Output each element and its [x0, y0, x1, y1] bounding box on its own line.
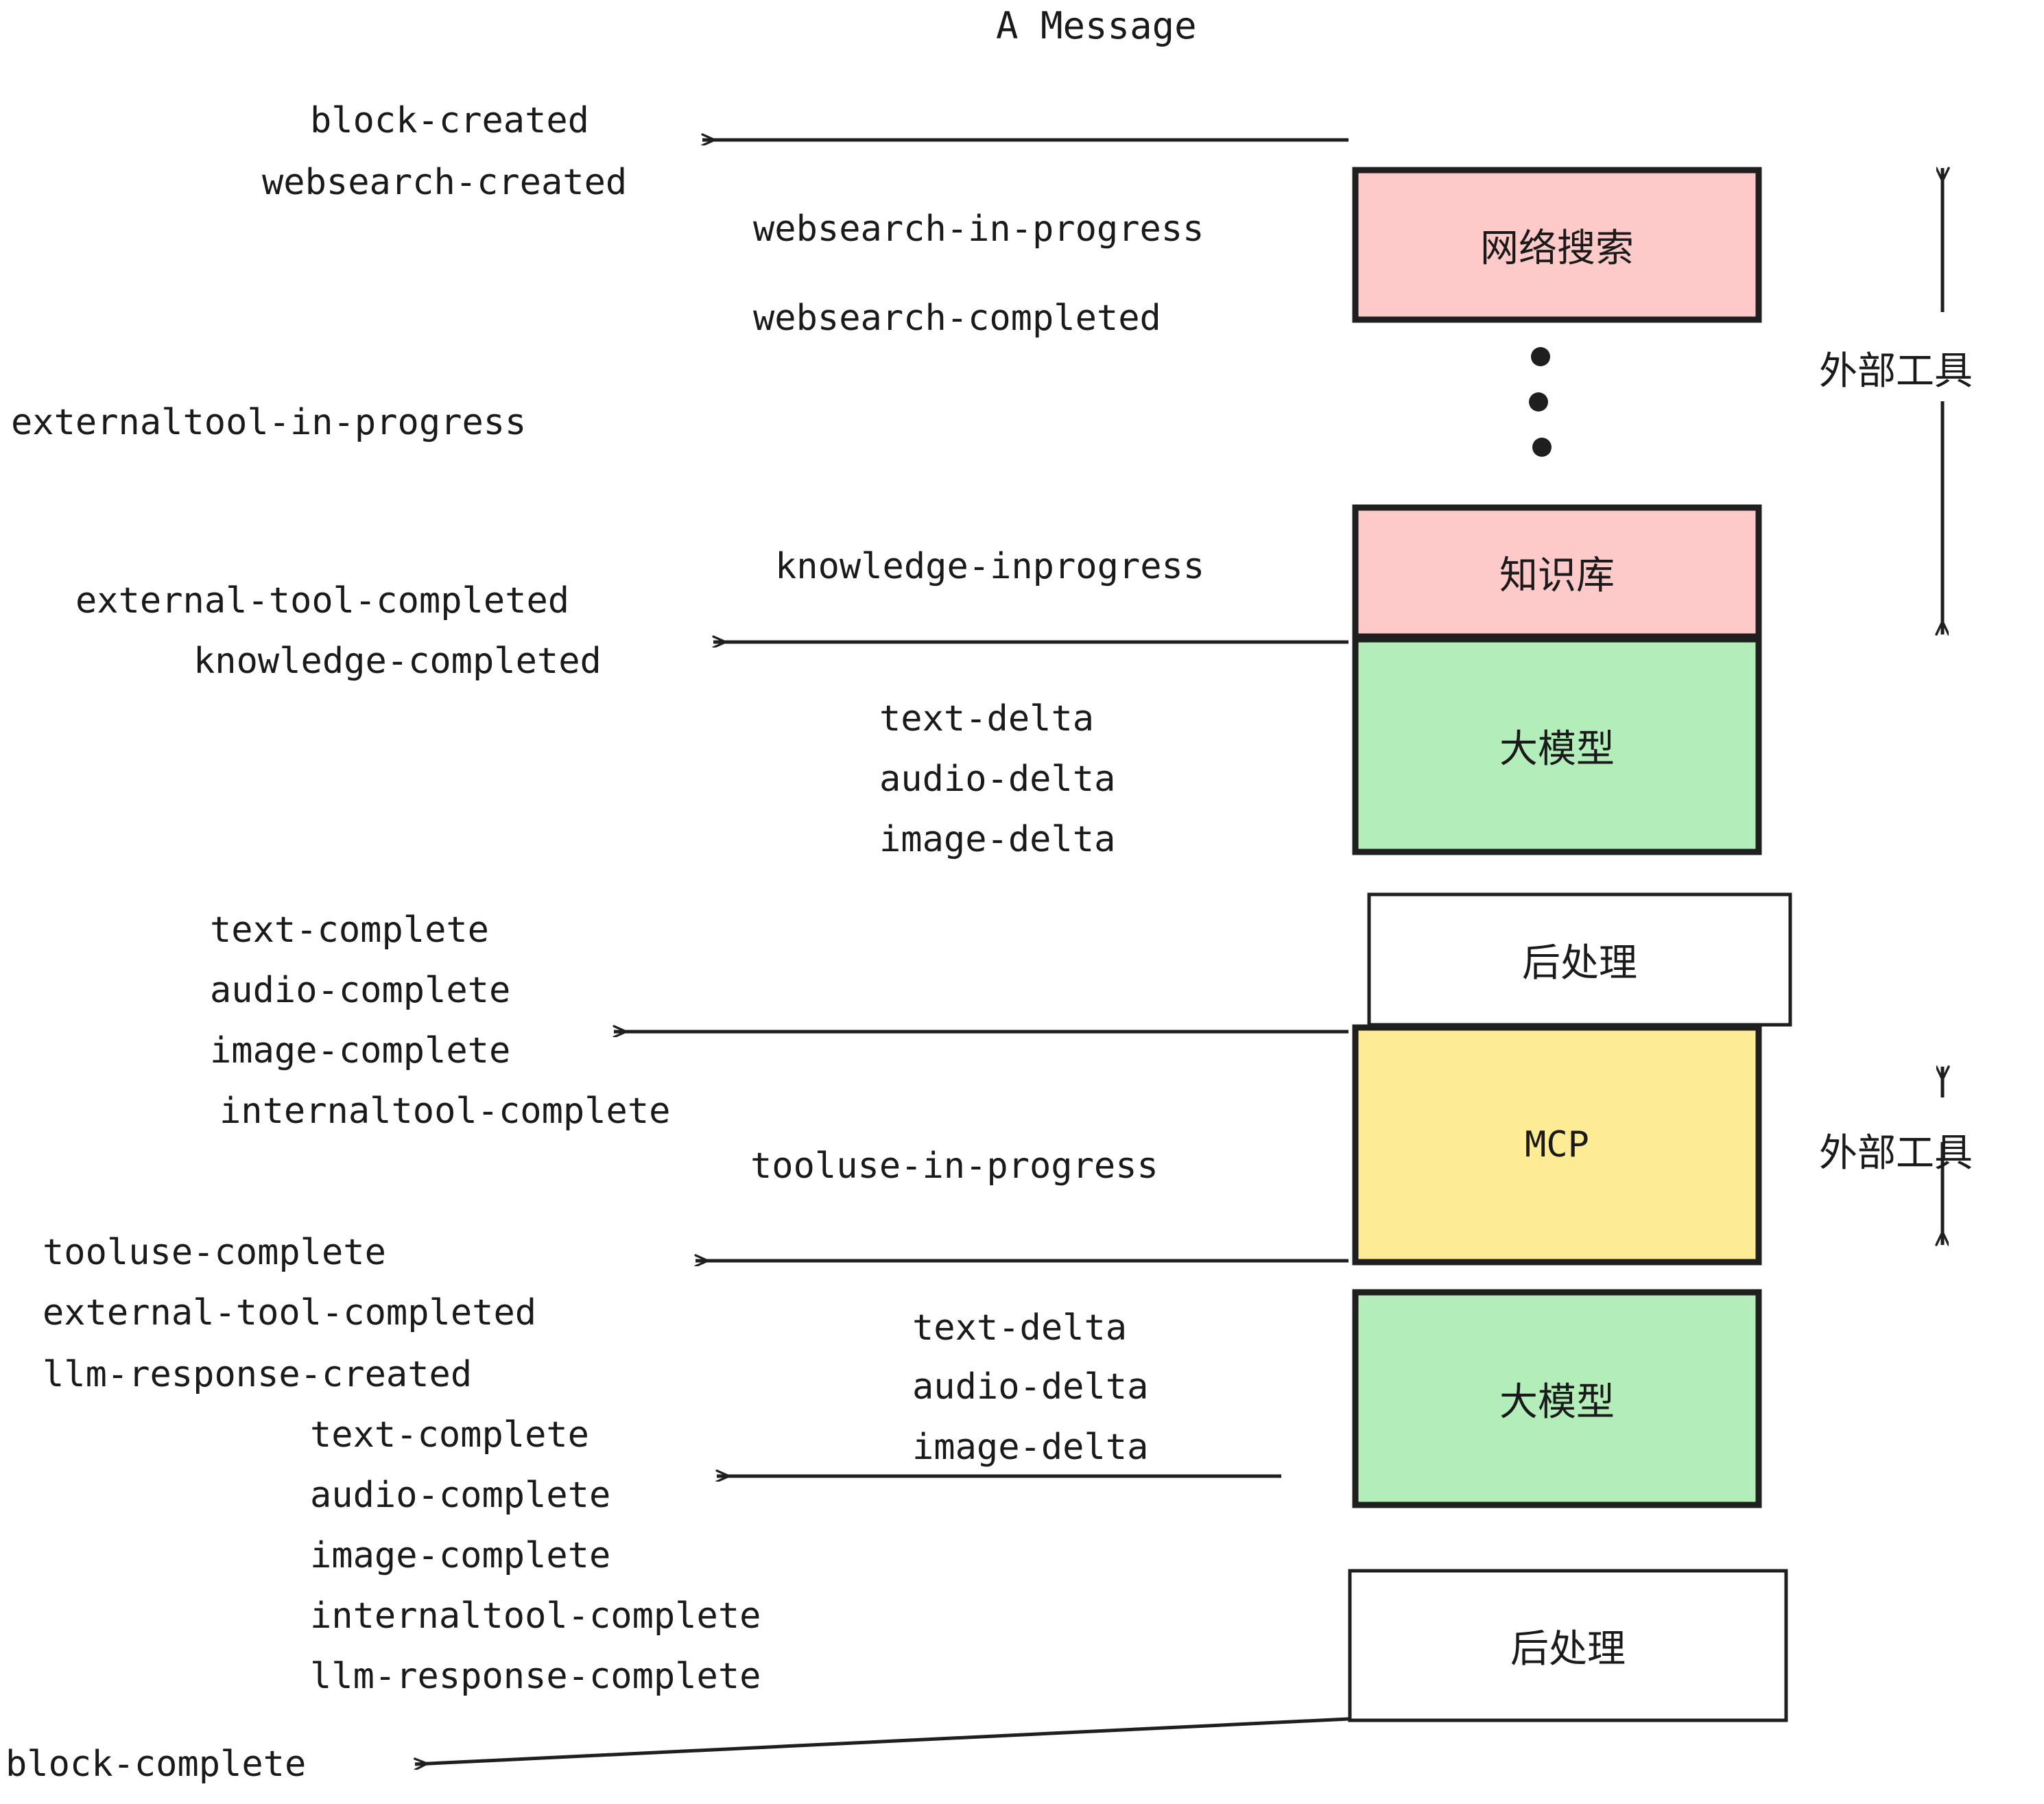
side-label-external-tool-top: 外部工具 — [1819, 349, 1973, 394]
event-label-block-complete: block-complete — [5, 1744, 307, 1785]
ellipsis-dot-1 — [1531, 347, 1550, 366]
event-label-llm-response-created: llm-response-created — [43, 1354, 473, 1395]
event-label-audio-delta-1: audio-delta — [879, 759, 1116, 800]
event-label-knowledge-completed: knowledge-completed — [193, 641, 602, 682]
event-label-block-created: block-created — [310, 100, 589, 141]
event-label-text-complete-2: text-complete — [310, 1414, 589, 1456]
ellipsis-dots-group — [1529, 347, 1552, 457]
event-label-text-delta-2: text-delta — [912, 1307, 1128, 1349]
box-shapes-group — [1348, 167, 1792, 1722]
event-label-text-complete-1: text-complete — [210, 910, 489, 951]
event-label-audio-delta-2: audio-delta — [912, 1366, 1149, 1408]
event-label-text-delta-1: text-delta — [879, 698, 1095, 739]
event-label-llm-response-complete: llm-response-complete — [310, 1656, 761, 1697]
box-llm-upper — [1352, 636, 1762, 855]
ellipsis-dot-3 — [1532, 438, 1552, 457]
event-label-audio-complete-1: audio-complete — [210, 970, 511, 1011]
event-label-internaltool-complete-1: internaltool-complete — [219, 1091, 671, 1132]
event-label-image-delta-2: image-delta — [912, 1427, 1149, 1468]
event-label-knowledge-inprogress: knowledge-inprogress — [775, 546, 1205, 587]
event-label-external-tool-completed-2: external-tool-completed — [43, 1292, 537, 1333]
box-postprocess-1 — [1367, 892, 1792, 1027]
box-knowledge — [1352, 504, 1762, 640]
event-label-image-complete-2: image-complete — [310, 1535, 611, 1576]
event-label-image-delta-1: image-delta — [879, 819, 1116, 860]
event-label-tooluse-in-progress: tooluse-in-progress — [750, 1146, 1158, 1187]
block-complete-arrow — [415, 1717, 1349, 1764]
event-label-internaltool-complete-2: internaltool-complete — [310, 1595, 761, 1637]
box-websearch — [1352, 167, 1762, 323]
event-arrows-group — [415, 140, 1349, 1764]
event-label-image-complete-1: image-complete — [210, 1030, 511, 1071]
box-llm-lower — [1352, 1289, 1762, 1508]
event-label-externaltool-in-progress: externaltool-in-progress — [11, 402, 527, 443]
event-label-websearch-completed: websearch-completed — [753, 298, 1161, 339]
event-label-tooluse-complete: tooluse-complete — [43, 1232, 386, 1273]
event-label-external-tool-completed-1: external-tool-completed — [75, 580, 570, 621]
side-label-external-tool-bottom: 外部工具 — [1819, 1131, 1973, 1176]
ellipsis-dot-2 — [1529, 392, 1548, 412]
event-label-websearch-in-progress: websearch-in-progress — [753, 209, 1204, 250]
event-label-websearch-created: websearch-created — [262, 162, 628, 203]
event-label-audio-complete-2: audio-complete — [310, 1475, 611, 1516]
box-postprocess-2 — [1348, 1569, 1788, 1722]
page-title: A Message — [996, 4, 1197, 47]
box-mcp — [1352, 1024, 1762, 1266]
